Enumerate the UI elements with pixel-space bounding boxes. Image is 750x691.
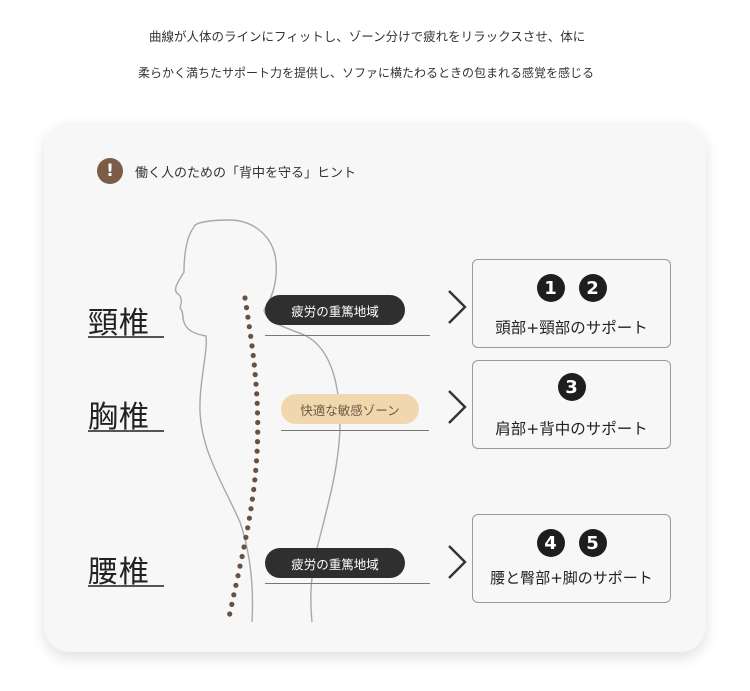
pill-underline — [265, 335, 430, 336]
region-label-lumbar: 腰椎 — [88, 555, 150, 590]
support-box-waist-legs: 4 5 腰と臀部+脚のサポート — [472, 514, 671, 603]
region-underline — [88, 336, 164, 338]
hint-header: ! 働く人のための「背中を守る」ヒント — [97, 158, 356, 184]
chevron-right-icon — [448, 290, 467, 324]
pill-underline — [265, 583, 430, 584]
spine-dot — [227, 611, 233, 617]
support-box-head-neck: 1 2 頭部+頸部のサポート — [472, 259, 671, 348]
number-badge: 3 — [557, 373, 586, 401]
number-badge: 1 — [536, 274, 565, 302]
spine-dots — [227, 295, 261, 617]
chevron-right-icon — [448, 390, 467, 424]
spine-dot — [243, 305, 250, 311]
hint-title: 働く人のための「背中を守る」ヒント — [135, 165, 357, 181]
spine-dot — [245, 314, 251, 320]
intro-line-1: 曲線が人体のラインにフィットし、ゾーン分けで疲れをリラックスさせ、体に — [149, 29, 586, 44]
support-label: 頭部+頸部のサポート — [495, 319, 648, 337]
spine-dot — [245, 525, 251, 531]
spine-dot — [239, 553, 245, 560]
spine-dot — [237, 563, 243, 569]
zone-pill-comfort: 快適な敏感ゾーン — [281, 394, 419, 424]
number-badge: 4 — [536, 529, 565, 557]
spine-dot — [254, 439, 261, 445]
spine-dot — [249, 343, 255, 349]
spine-dot — [252, 372, 258, 378]
exclamation-icon: ! — [97, 158, 123, 184]
spine-dot — [254, 448, 260, 454]
spine-dot — [243, 534, 249, 540]
zone-pill-fatigue: 疲労の重篤地域 — [265, 548, 405, 578]
hint-card: ! 働く人のための「背中を守る」ヒント 頸椎 胸椎 腰椎 疲労の重篤地域 快適な… — [44, 122, 706, 652]
spine-dot — [254, 410, 261, 416]
spine-dot — [249, 496, 255, 502]
spine-dot — [233, 582, 239, 588]
region-underline — [88, 430, 164, 432]
spine-dot — [231, 592, 237, 598]
spine-dot — [251, 486, 257, 493]
spine-dot — [248, 506, 254, 512]
spine-dot — [246, 324, 252, 330]
spine-dot — [235, 573, 241, 579]
support-label: 肩部+背中のサポート — [495, 420, 648, 438]
number-badge: 2 — [578, 274, 607, 302]
region-label-cervical: 頸椎 — [88, 306, 150, 341]
support-box-shoulder-back: 3 肩部+背中のサポート — [472, 360, 671, 449]
spine-dot — [241, 544, 247, 550]
pill-underline — [281, 430, 429, 431]
spine-dot — [246, 515, 252, 521]
spine-dot — [254, 400, 260, 406]
spine-dot — [255, 429, 261, 435]
spine-dot — [242, 295, 248, 301]
zone-pill-fatigue: 疲労の重篤地域 — [265, 295, 405, 325]
body-silhouette — [174, 219, 341, 623]
spine-dot — [255, 419, 261, 426]
spine-dot — [248, 333, 254, 339]
spine-dot — [250, 352, 256, 359]
spine-dot — [253, 458, 260, 464]
spine-dot — [253, 381, 259, 387]
spine-dot — [251, 362, 257, 368]
intro-line-2: 柔らかく満ちたサポート力を提供し、ソファに横たわるときの包まれる感覚を感じる — [138, 66, 595, 80]
region-label-thoracic: 胸椎 — [88, 400, 150, 435]
number-badge: 5 — [578, 529, 607, 557]
spine-dot — [252, 477, 258, 483]
chevron-right-icon — [448, 545, 467, 579]
spine-dot — [253, 467, 259, 473]
support-label: 腰と臀部+脚のサポート — [490, 569, 653, 587]
body-outline-icon — [174, 219, 341, 623]
spine-dot — [229, 601, 235, 607]
region-underline — [88, 585, 164, 587]
spine-dot — [254, 391, 260, 397]
